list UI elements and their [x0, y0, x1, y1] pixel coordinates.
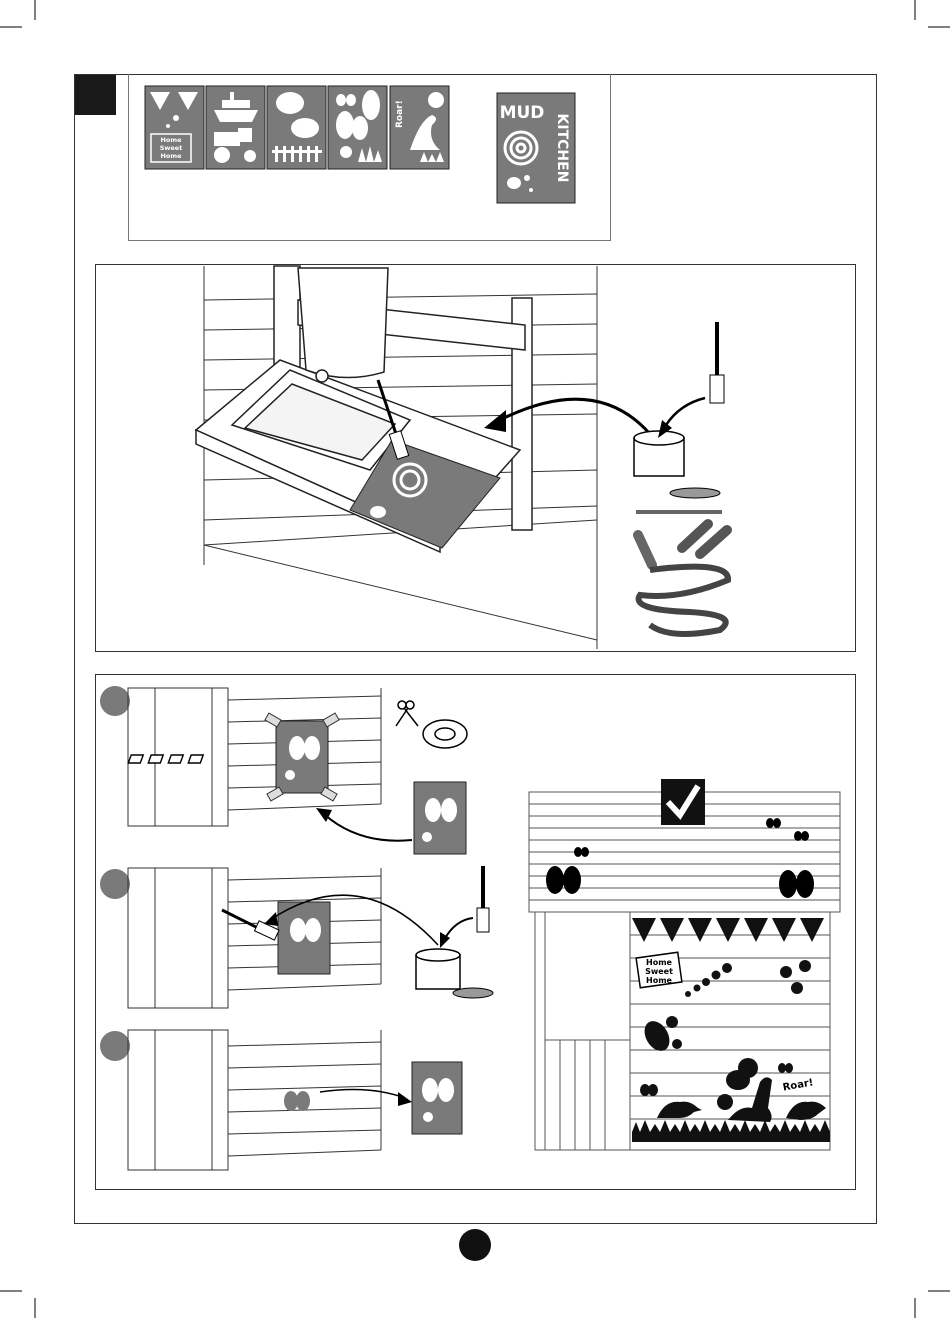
house-bunting: [632, 918, 824, 942]
step1-stencil: [265, 713, 339, 801]
step3-removed-stencil: [412, 1062, 462, 1134]
step2-stencil: [278, 902, 330, 974]
checkmark-icon: [661, 779, 705, 825]
house-roar: Roar!: [782, 1077, 814, 1093]
house-home-line1: Home: [646, 958, 673, 967]
page-number-circle: [459, 1229, 491, 1261]
finished-playhouse: [529, 792, 840, 1150]
house-home-line2: Sweet: [645, 967, 673, 976]
house-grass: [632, 1120, 830, 1142]
step2-paint-pot: [416, 949, 493, 998]
painted-butterfly: [284, 1091, 310, 1111]
step-circle-2: [100, 869, 130, 899]
scissors-icon: [396, 701, 418, 726]
house-home-line3: Home: [646, 976, 673, 985]
step-circle-3: [100, 1031, 130, 1061]
step-circle-1: [100, 686, 130, 716]
step1-loose-stencil: [414, 782, 466, 854]
